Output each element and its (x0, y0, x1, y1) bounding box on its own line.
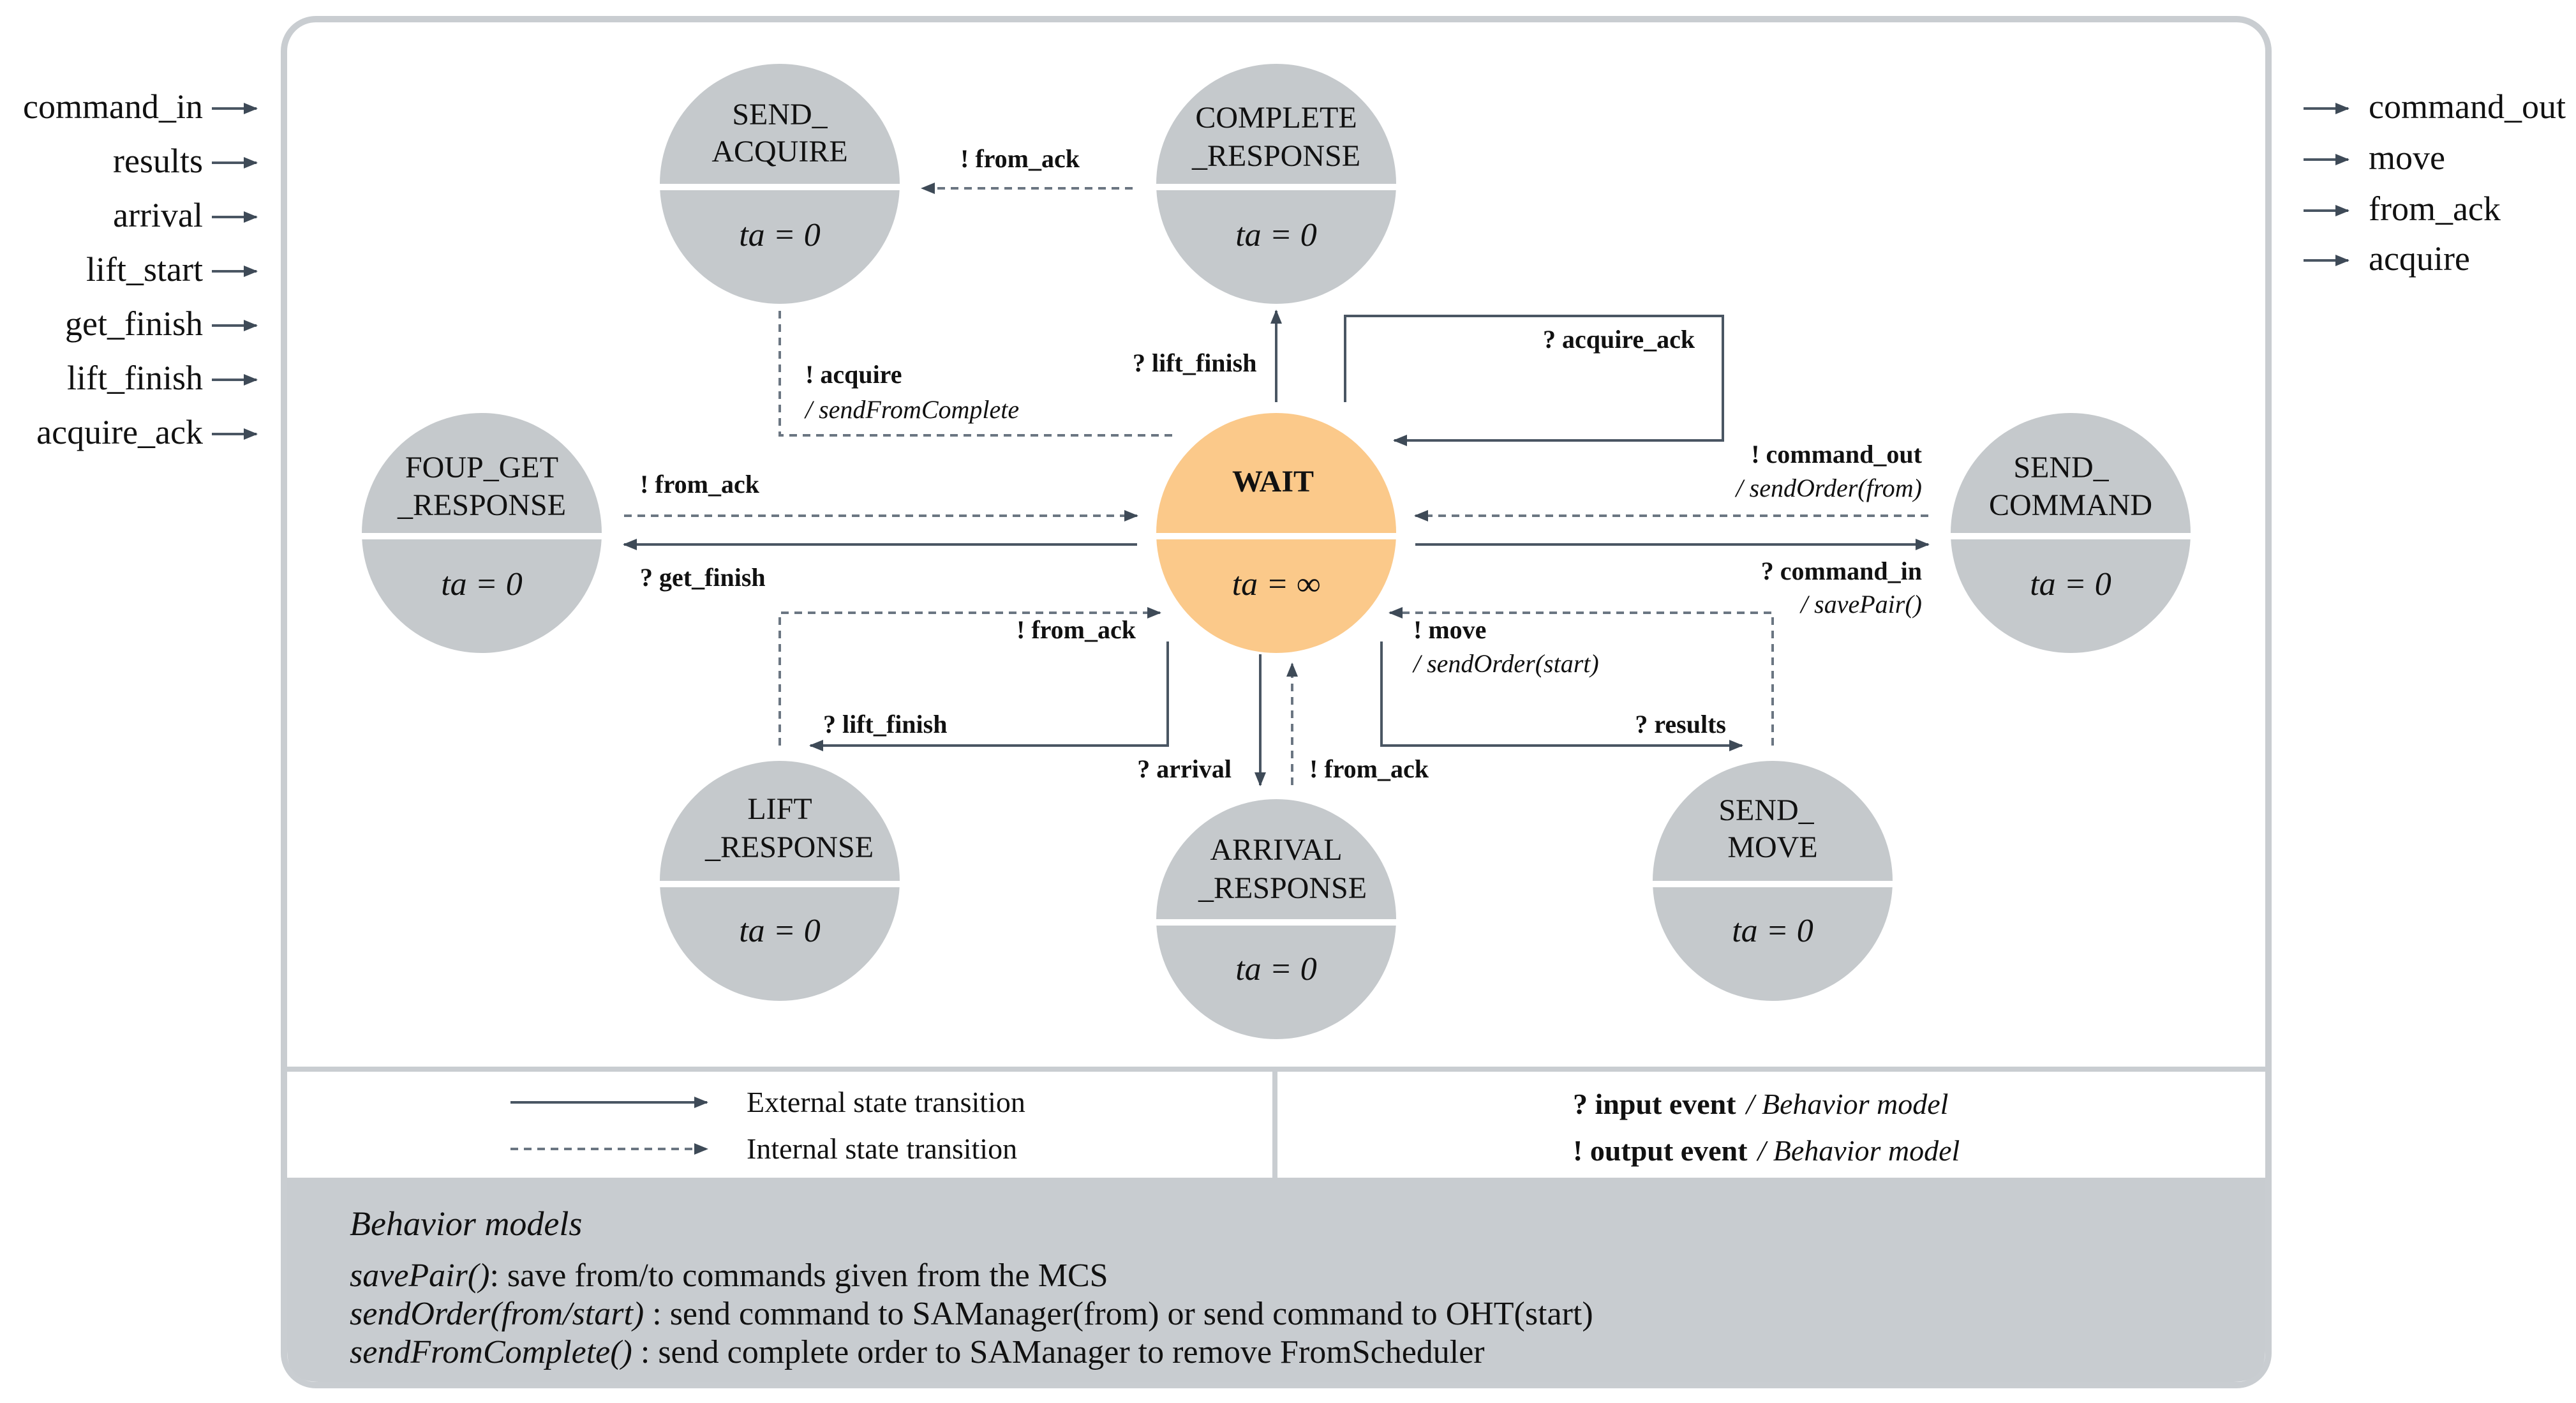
input-port: acquire_ack (36, 413, 203, 451)
legend-output-prefix: ! output event (1573, 1134, 1748, 1167)
legend-output-suffix: / Behavior model (1755, 1134, 1960, 1167)
states: SEND_ ACQUIRE ta = 0 COMPLETE _RESPONSE … (362, 64, 2191, 1039)
output-port: from_ack (2369, 190, 2501, 228)
state-name: _RESPONSE (1191, 139, 1360, 173)
legend-input-prefix: ? input event (1573, 1088, 1736, 1120)
behavior-fn: savePair() (350, 1257, 489, 1294)
state-name: _RESPONSE (704, 830, 874, 864)
legend-external-label: External state transition (747, 1086, 1025, 1118)
state-name: SEND_ (2013, 451, 2109, 484)
behavior-line: savePair(): save from/to commands given … (350, 1257, 1108, 1294)
state-time-advance: ta = ∞ (1232, 566, 1321, 603)
behavior-line: sendFromComplete() : send complete order… (350, 1334, 1485, 1370)
state-name: SEND_ (1718, 793, 1814, 827)
model-frame (281, 16, 2272, 1388)
legend: External state transition Internal state… (510, 1086, 1960, 1167)
transition-action: / sendOrder(start) (1412, 649, 1599, 678)
legend-input-event: ? input event / Behavior model (1573, 1088, 1948, 1120)
transition-action: / savePair() (1799, 590, 1922, 619)
transition-label: ? command_in (1761, 557, 1922, 585)
state-time-advance: ta = 0 (2030, 566, 2111, 603)
transition-label: ! move (1413, 615, 1486, 644)
behavior-desc: : send command to SAManager(from) or sen… (644, 1296, 1593, 1332)
legend-output-event: ! output event / Behavior model (1573, 1134, 1960, 1167)
transition-label: ? arrival (1137, 754, 1232, 783)
behavior-models: Behavior models savePair(): save from/to… (350, 1204, 1593, 1370)
output-ports: command_out move from_ack acquire (2304, 87, 2566, 278)
transition-label: ? acquire_ack (1543, 325, 1695, 354)
state-name: COMPLETE (1195, 101, 1357, 135)
transition-label: ? lift_finish (1133, 349, 1256, 377)
state-name: _RESPONSE (397, 488, 566, 522)
transition-acquire-ack-loop (1344, 315, 1724, 446)
behavior-title: Behavior models (350, 1204, 582, 1243)
output-port: acquire (2369, 239, 2470, 278)
transition-label: ? results (1635, 710, 1726, 739)
state-send-command: SEND_ COMMAND ta = 0 (1951, 413, 2191, 653)
state-time-advance: ta = 0 (1235, 217, 1317, 253)
behavior-panel (287, 1178, 2265, 1382)
state-send-acquire: SEND_ ACQUIRE ta = 0 (660, 64, 900, 304)
output-port: move (2369, 139, 2445, 177)
input-port: command_in (23, 87, 203, 126)
state-time-advance: ta = 0 (1235, 951, 1317, 987)
state-time-advance: ta = 0 (739, 913, 821, 949)
state-name: LIFT (747, 792, 812, 826)
input-port: lift_finish (67, 359, 203, 397)
state-name: COMMAND (1989, 488, 2152, 522)
state-lift-response: LIFT _RESPONSE ta = 0 (660, 761, 900, 1001)
input-port: lift_start (86, 250, 203, 289)
transition-label: ! from_ack (960, 144, 1080, 173)
state-complete-response: COMPLETE _RESPONSE ta = 0 (1156, 64, 1396, 304)
state-send-move: SEND_ MOVE ta = 0 (1653, 761, 1893, 1001)
transition-label: ? get_finish (640, 563, 766, 592)
state-wait: WAIT ta = ∞ (1156, 413, 1396, 653)
transition-label: ! from_ack (1016, 615, 1136, 644)
transition-action: / sendOrder(from) (1735, 474, 1922, 502)
transition-wait-to-lift (809, 641, 1169, 751)
behavior-desc: : save from/to commands given from the M… (489, 1257, 1108, 1294)
behavior-fn: sendOrder(from/start) (350, 1296, 644, 1332)
transition-label: ! from_ack (640, 470, 760, 499)
transition-label: ! from_ack (1309, 754, 1429, 783)
state-name: _RESPONSE (1198, 871, 1367, 905)
state-name: WAIT (1232, 465, 1314, 499)
legend-internal-label: Internal state transition (747, 1132, 1017, 1165)
transitions: ! from_ack ! acquire / sendFromComplete … (623, 144, 1930, 786)
transition-action: / sendFromComplete (804, 395, 1019, 424)
state-time-advance: ta = 0 (1732, 913, 1813, 949)
state-name: SEND_ (732, 98, 828, 131)
state-name: MOVE (1727, 830, 1817, 864)
state-arrival-response: ARRIVAL _RESPONSE ta = 0 (1156, 799, 1396, 1039)
transition-label: ! acquire (805, 360, 902, 389)
output-port: command_out (2369, 87, 2566, 126)
transition-label: ? lift_finish (823, 710, 947, 739)
input-ports: command_in results arrival lift_start ge… (23, 87, 258, 451)
input-port: arrival (113, 196, 203, 234)
state-name: ARRIVAL (1210, 833, 1342, 867)
transition-send-move-to-wait (1389, 607, 1774, 746)
transition-lift-to-wait (778, 607, 1161, 746)
behavior-line: sendOrder(from/start) : send command to … (350, 1296, 1593, 1332)
behavior-fn: sendFromComplete() (350, 1334, 632, 1370)
input-port: get_finish (65, 304, 203, 343)
state-foup-get-response: FOUP_GET _RESPONSE ta = 0 (362, 413, 602, 653)
state-name: ACQUIRE (711, 135, 847, 169)
transition-label: ! command_out (1751, 440, 1922, 469)
state-time-advance: ta = 0 (739, 217, 821, 253)
behavior-desc: : send complete order to SAManager to re… (632, 1334, 1485, 1370)
input-port: results (113, 142, 203, 180)
state-time-advance: ta = 0 (441, 566, 523, 603)
legend-input-suffix: / Behavior model (1745, 1088, 1949, 1120)
transition-wait-to-send-move (1380, 641, 1743, 751)
state-name: FOUP_GET (405, 451, 558, 484)
transition-send-acquire-to-wait (778, 311, 1173, 437)
